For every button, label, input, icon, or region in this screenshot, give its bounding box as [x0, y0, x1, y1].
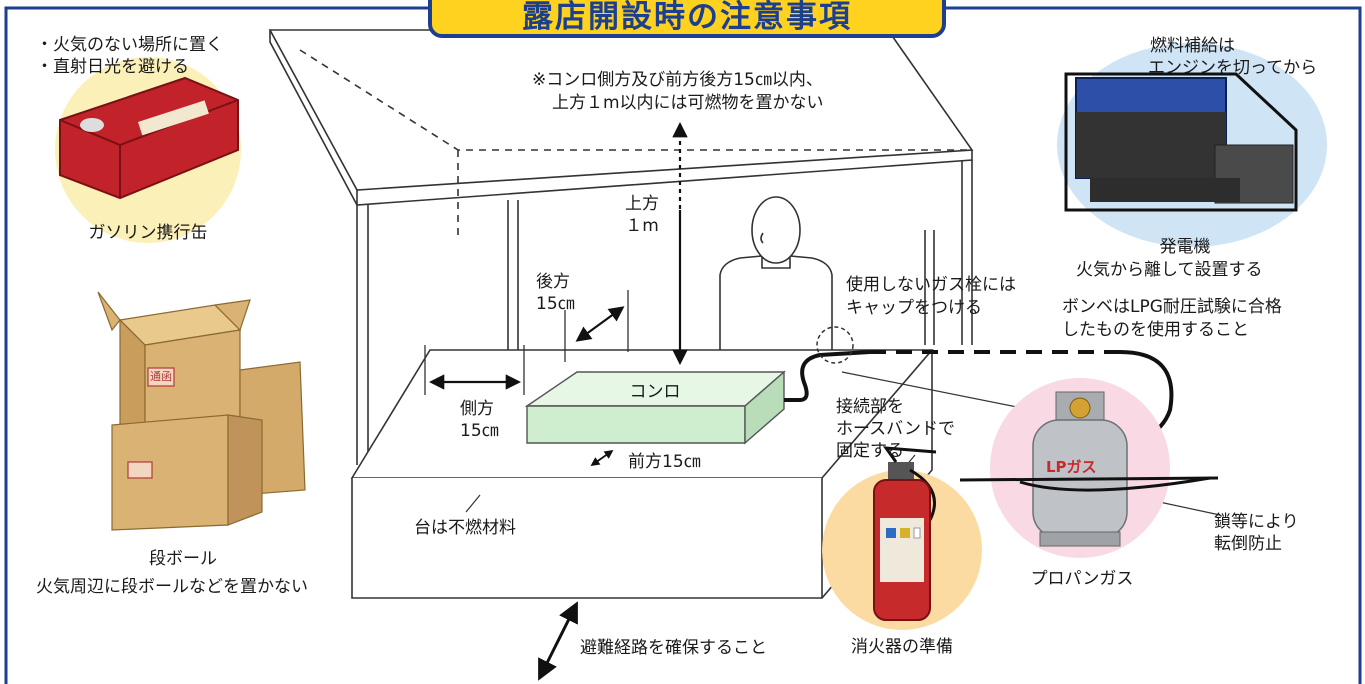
gasoline-can-label: ガソリン携行缶: [88, 223, 208, 243]
above-value: １m: [625, 216, 659, 236]
outer-frame: [4, 6, 1362, 684]
chain-note-line-2: 転倒防止: [1214, 534, 1282, 554]
generator-label: 発電機: [1159, 237, 1211, 257]
vendor-person: [719, 196, 833, 355]
cardboard-boxes: [97, 291, 306, 531]
box-stamp: 通函: [150, 370, 172, 383]
back-label: 後方: [536, 272, 570, 292]
generator-note: 火気から離して設置する: [1076, 260, 1263, 280]
gas-cap-note-line-2: キャップをつける: [846, 298, 982, 318]
propane-cylinder: [959, 378, 1219, 558]
clearance-arrows: [428, 121, 688, 681]
fire-extinguisher: [822, 446, 982, 630]
clearance-note-line-1: ※コンロ側方及び前方後方15㎝以内、: [532, 70, 823, 90]
stove-label: コンロ: [629, 382, 681, 402]
cylinder-note-1: ボンベはLPG耐圧試験に合格: [1062, 297, 1282, 317]
hose-band-note-line-3: 固定する: [836, 441, 904, 461]
front-value: 前方15㎝: [628, 452, 701, 472]
cylinder-print: LPガス: [1046, 458, 1097, 476]
side-value: 15㎝: [460, 421, 499, 441]
side-label: 側方: [460, 399, 494, 419]
generator: [1057, 43, 1327, 247]
table-note: 台は不燃材料: [414, 518, 516, 538]
cardboard-label: 段ボール: [149, 549, 217, 569]
clearance-note-line-2: 上方１m以内には可燃物を置かない: [552, 93, 824, 113]
hose-band-note-line-2: ホースバンドで: [836, 419, 955, 439]
hose-band-note-line-1: 接続部を: [836, 397, 904, 417]
gasoline-note-1: ・火気のない場所に置く: [36, 35, 223, 55]
extinguisher-label: 消火器の準備: [851, 637, 953, 657]
evacuation-note: 避難経路を確保すること: [580, 638, 767, 658]
cylinder-note-2: したものを使用すること: [1062, 320, 1249, 340]
gas-cap-note-line-1: 使用しないガス栓には: [846, 275, 1016, 295]
cardboard-note: 火気周辺に段ボールなどを置かない: [36, 577, 308, 597]
chain-note-line-1: 鎖等により: [1214, 512, 1299, 532]
generator-note-top-1: 燃料補給は: [1150, 36, 1235, 56]
gasoline-can: [55, 57, 241, 243]
page-title: 露店開設時の注意事項: [428, 0, 946, 38]
gas-valve-cap-marker: [816, 326, 854, 364]
gasoline-note-2: ・直射日光を避ける: [36, 57, 189, 77]
propane-label: プロパンガス: [1030, 569, 1134, 589]
back-value: 15㎝: [536, 294, 575, 314]
generator-note-top-2: エンジンを切ってから: [1148, 58, 1318, 78]
above-label: 上方: [625, 194, 659, 214]
stove: [524, 370, 786, 445]
